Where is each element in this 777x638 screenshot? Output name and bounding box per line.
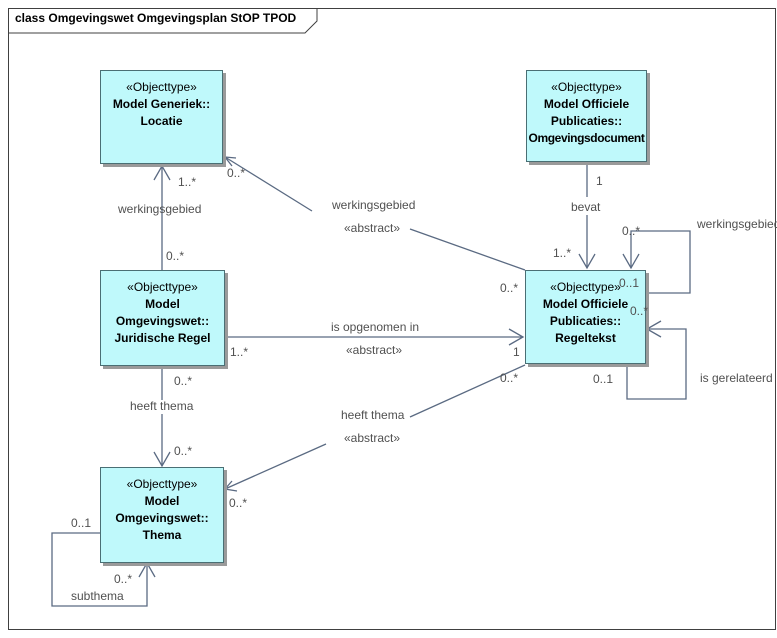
diagram-title: class Omgevingswet Omgevingsplan StOP TP… xyxy=(15,11,297,25)
multiplicity-label: 1..* xyxy=(553,246,572,260)
class-name-line: Omgevingsdocument xyxy=(528,131,645,145)
class-omgevingsdocument[interactable]: «Objecttype» Model Officiele Publicaties… xyxy=(526,70,647,162)
class-name-line: Publicaties:: xyxy=(550,114,623,128)
multiplicity-label: 0..* xyxy=(227,166,246,180)
assoc-name-label: is opgenomen in xyxy=(331,320,420,334)
multiplicity-label: 0..1 xyxy=(71,516,92,530)
assoc-name-label: werkingsgebied xyxy=(332,198,416,212)
assoc-rt-self-werkingsgebied xyxy=(622,230,691,294)
assoc-thema-self xyxy=(51,532,156,607)
class-name-line: Publicaties:: xyxy=(549,314,622,328)
multiplicity-label: 0..* xyxy=(500,281,519,295)
multiplicity-label: 0..* xyxy=(166,249,185,263)
stereotype-label: «Objecttype» xyxy=(550,280,621,294)
assoc-rt-self-gerelateerd xyxy=(626,320,687,400)
multiplicity-label: 0..1 xyxy=(619,276,640,290)
class-name-line: Thema xyxy=(142,528,182,542)
assoc-name-label: is gerelateerd xyxy=(700,371,773,385)
multiplicity-label: 1 xyxy=(513,345,520,359)
class-name-line: Model Generiek:: xyxy=(112,97,211,111)
multiplicity-label: 0..* xyxy=(500,371,519,385)
assoc-name-label: werkingsgebied xyxy=(697,217,777,231)
assoc-rt-thema xyxy=(223,364,526,492)
diagram-tab-outline xyxy=(8,8,318,34)
class-name-line: Model Officiele xyxy=(542,297,629,311)
multiplicity-label: 0..* xyxy=(174,374,193,388)
class-name-line: Locatie xyxy=(140,114,183,128)
assoc-stereotype-label: «abstract» xyxy=(346,343,403,357)
assoc-name-label: subthema xyxy=(71,589,124,603)
class-name-line: Omgevingswet:: xyxy=(115,511,209,525)
multiplicity-label: 0..* xyxy=(174,444,193,458)
multiplicity-label: 0..* xyxy=(630,304,649,318)
multiplicity-label: 1..* xyxy=(230,345,249,359)
stereotype-label: «Objecttype» xyxy=(126,477,198,491)
diagram-frame xyxy=(8,8,776,630)
assoc-jr-rt xyxy=(225,328,525,346)
assoc-rt-locatie xyxy=(223,156,526,271)
assoc-stereotype-label: «abstract» xyxy=(344,221,401,235)
assoc-name-label: bevat xyxy=(571,200,601,214)
class-name-line: Omgevingswet:: xyxy=(115,314,210,328)
class-name-line: Juridische Regel xyxy=(114,331,211,345)
class-name-line: Model xyxy=(145,297,180,311)
multiplicity-label: 0..* xyxy=(114,572,133,586)
multiplicity-label: 0..* xyxy=(229,496,248,510)
class-regeltekst[interactable]: «Objecttype» Model Officiele Publicaties… xyxy=(525,270,646,364)
assoc-name-label: werkingsgebied xyxy=(118,202,202,216)
multiplicity-label: 1..* xyxy=(178,175,197,189)
stereotype-label: «Objecttype» xyxy=(127,280,198,294)
class-name-line: Model Officiele xyxy=(543,97,630,111)
stereotype-label: «Objecttype» xyxy=(126,80,197,94)
assoc-name-label: heeft thema xyxy=(341,408,405,422)
class-name-line: Model xyxy=(144,494,180,508)
multiplicity-label: 1 xyxy=(596,174,603,188)
class-name-line: Regeltekst xyxy=(555,331,616,345)
assoc-jr-locatie xyxy=(153,164,171,270)
stereotype-label: «Objecttype» xyxy=(551,80,622,94)
class-juridische-regel[interactable]: «Objecttype» Model Omgevingswet:: Juridi… xyxy=(100,270,225,366)
multiplicity-label: 0..1 xyxy=(593,372,614,386)
assoc-doc-rt xyxy=(578,162,596,270)
class-locatie[interactable]: «Objecttype» Model Generiek:: Locatie xyxy=(100,70,223,164)
assoc-jr-thema xyxy=(153,366,171,468)
assoc-name-label: heeft thema xyxy=(130,399,194,413)
multiplicity-label: 0..* xyxy=(622,224,641,238)
assoc-stereotype-label: «abstract» xyxy=(344,431,401,445)
class-thema[interactable]: «Objecttype» Model Omgevingswet:: Thema xyxy=(100,467,224,563)
